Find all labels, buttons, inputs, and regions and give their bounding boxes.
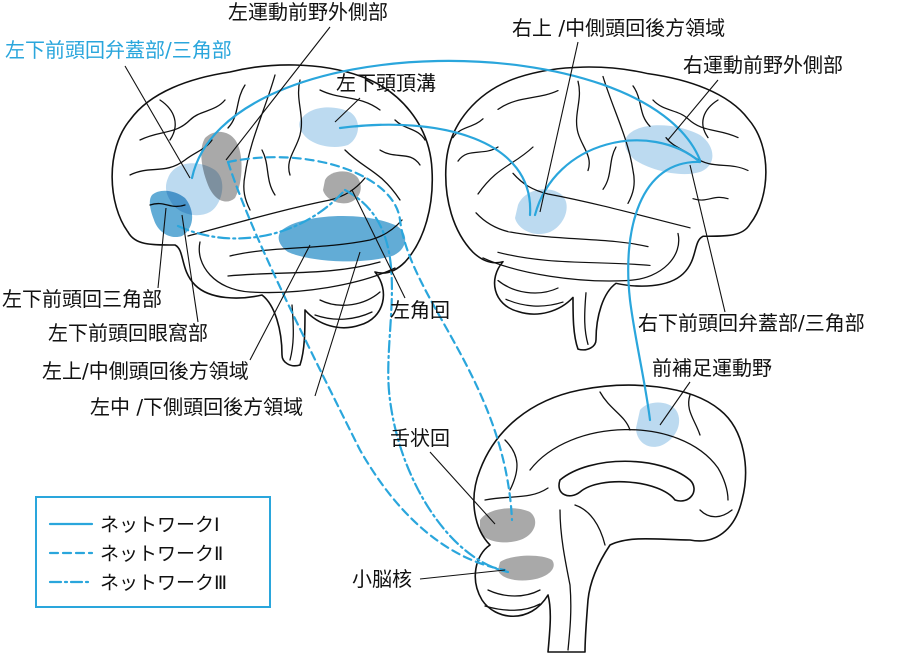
label-left-ifg-triangular: 左下前頭回三角部 <box>2 287 162 311</box>
legend: ネットワークⅠ ネットワークⅡ ネットワークⅢ <box>35 496 271 608</box>
region-cerebellar-nuclei <box>498 555 554 581</box>
legend-label-network-2: ネットワークⅡ <box>100 543 223 565</box>
label-left-mtg-itg: 左中 /下側頭回後方領域 <box>90 395 303 419</box>
label-left-premotor: 左運動前野外側部 <box>228 0 388 24</box>
region-left-ifg-orbital <box>149 190 193 238</box>
label-right-posterior-temporal: 右上 /中側頭回後方領域 <box>512 16 725 40</box>
label-pre-sma: 前補足運動野 <box>652 356 772 380</box>
network-3-lines <box>176 188 510 574</box>
legend-label-network-3: ネットワークⅢ <box>100 572 227 594</box>
label-cerebellar-nuclei: 小脳核 <box>352 567 412 591</box>
legend-box <box>35 496 271 608</box>
label-right-ifg-opercular-triangular: 右下前頭回弁蓋部/三角部 <box>638 311 865 335</box>
brain-medial-view <box>473 384 747 653</box>
region-left-angular <box>323 171 361 204</box>
leader-lines <box>124 26 726 580</box>
right-brain-outline <box>444 66 767 351</box>
right-hemisphere-lateral <box>444 66 767 351</box>
label-left-stg-mtg: 左上/中側頭回後方領域 <box>42 359 249 383</box>
region-left-premotor <box>201 131 242 202</box>
label-left-ips: 左下頭頂溝 <box>336 71 436 95</box>
region-left-ips <box>299 107 359 147</box>
left-hemisphere-lateral <box>111 64 434 367</box>
network-1-lines <box>190 59 702 422</box>
label-left-ifg-orbital: 左下前頭回眼窩部 <box>48 321 208 345</box>
label-left-angular: 左角回 <box>390 298 450 322</box>
region-right-posterior-temporal <box>515 189 567 235</box>
network-2-lines <box>226 156 514 572</box>
label-right-premotor: 右運動前野外側部 <box>683 53 843 77</box>
region-left-posterior-temporal <box>278 215 406 262</box>
region-lingual-gyrus <box>480 508 536 543</box>
label-left-ifg-opercular-triangular: 左下前頭回弁蓋部/三角部 <box>5 38 232 62</box>
label-lingual-gyrus: 舌状回 <box>390 426 450 450</box>
legend-label-network-1: ネットワークⅠ <box>100 514 220 536</box>
